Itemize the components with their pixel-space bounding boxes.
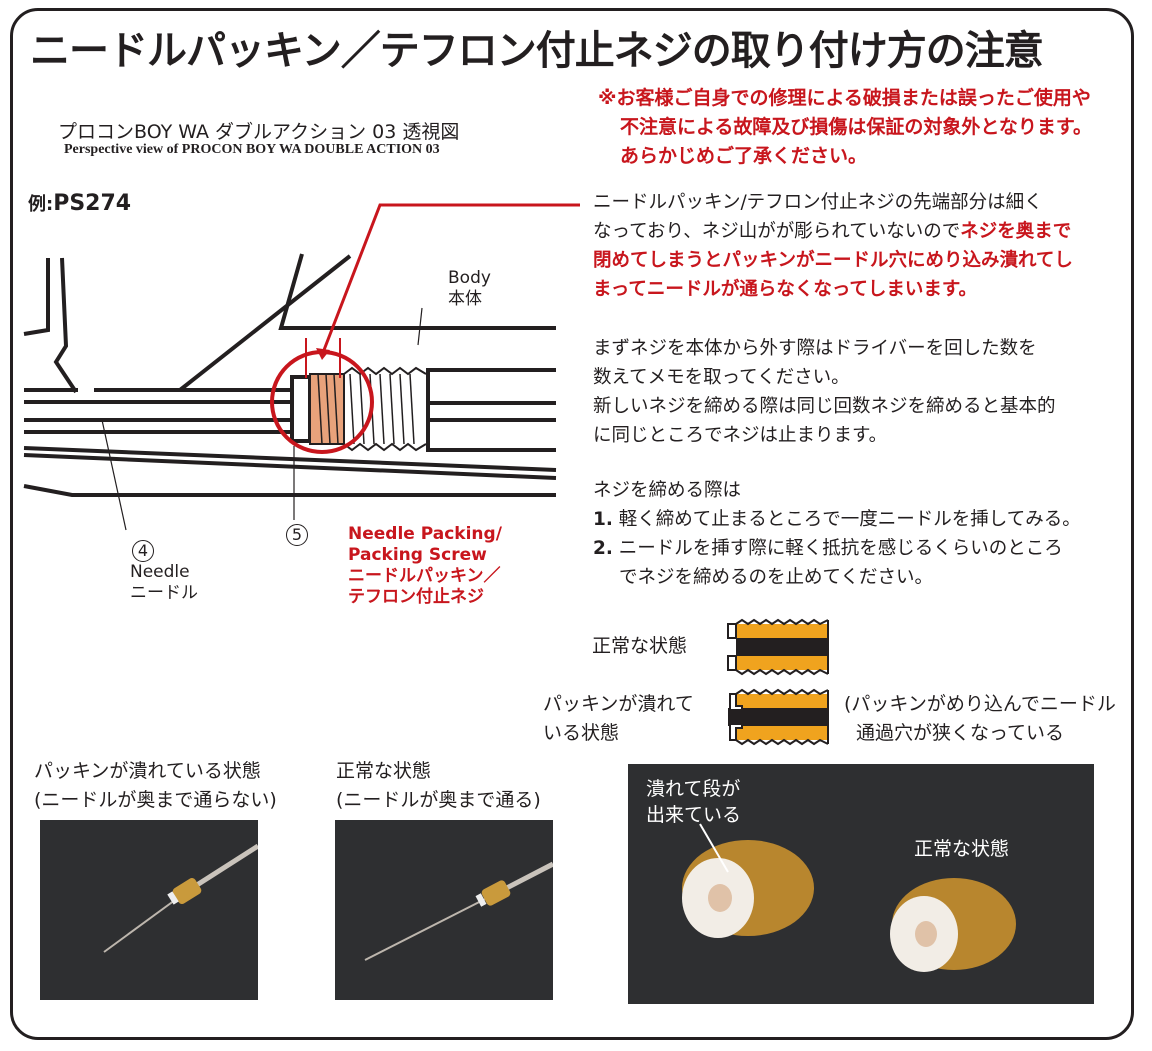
needle-label: 4 Needle ニードル bbox=[130, 540, 198, 603]
example-prefix: 例: bbox=[28, 194, 54, 215]
warning-line-3: あらかじめご了承ください。 bbox=[620, 145, 868, 167]
body-label: Body 本体 bbox=[448, 268, 491, 309]
explanation-line-2: なっており、ネジ山がが彫られていないのでネジを奥まで bbox=[593, 221, 1072, 242]
tightening-steps: ネジを締める際は 1. 軽く締めて止まるところで一度ニードルを挿してみる。 2.… bbox=[593, 476, 1081, 592]
explanation-text: ニードルパッキン/テフロン付止ネジの先端部分は細く なっており、ネジ山がが彫られ… bbox=[593, 188, 1073, 304]
diagram-subtitle-jp: プロコンBOY WA ダブルアクション 03 透視図 bbox=[58, 121, 460, 143]
warning-line-1: ※お客様ご自身での修理による破損または誤ったご使用や bbox=[598, 87, 1091, 109]
explanation-line-3: 閉めてしまうとパッキンがニードル穴にめり込み潰れてし bbox=[593, 250, 1073, 271]
example-label: 例:PS274 bbox=[28, 190, 131, 216]
instructions-text: まずネジを本体から外す際はドライバーを回した数を 数えてメモを取ってください。 … bbox=[593, 334, 1056, 450]
normal-state-label: 正常な状態 bbox=[592, 635, 688, 657]
crushed-state-label: パッキンが潰れて いる状態 bbox=[543, 693, 694, 744]
packing-number: 5 bbox=[286, 524, 308, 546]
explanation-line-4: まってニードルが通らなくなってしまいます。 bbox=[593, 279, 978, 300]
normal-photo-label: 正常な状態 bbox=[914, 838, 1010, 860]
needle-with-packing-image bbox=[103, 843, 260, 953]
needle-with-packing-image bbox=[364, 861, 555, 961]
diagram-subtitle-en: Perspective view of PROCON BOY WA DOUBLE… bbox=[64, 142, 440, 157]
step-2: 2. ニードルを挿す際に軽く抵抗を感じるくらいのところ bbox=[593, 538, 1063, 559]
crushed-needle-photo bbox=[40, 820, 260, 1000]
step-2-continued: でネジを締めるのを止めてください。 bbox=[619, 567, 933, 588]
normal-needle-photo bbox=[335, 820, 555, 1000]
instruction-line-3: 新しいネジを締める際は同じ回数ネジを締めると基本的 bbox=[593, 396, 1056, 417]
explanation-line-1: ニードルパッキン/テフロン付止ネジの先端部分は細く bbox=[593, 192, 1043, 213]
normal-screw-diagram bbox=[727, 618, 829, 676]
packing-screws-image bbox=[682, 823, 1016, 972]
crushed-state-note: (パッキンがめり込んでニードル 通過穴が狭くなっている bbox=[844, 693, 1116, 744]
step-formed-label: 潰れて段が 出来ている bbox=[646, 778, 742, 826]
crushed-photo-caption: パッキンが潰れている状態 (ニードルが奥まで通らない) bbox=[34, 760, 277, 811]
airbrush-cross-section-diagram bbox=[23, 203, 580, 531]
warning-notice: ※お客様ご自身での修理による破損または誤ったご使用や 不注意による故障及び損傷は… bbox=[598, 84, 1092, 171]
instruction-line-4: に同じところでネジは止まります。 bbox=[593, 425, 888, 446]
step-1: 1. 軽く締めて止まるところで一度ニードルを挿してみる。 bbox=[593, 509, 1081, 530]
example-code: PS274 bbox=[53, 191, 132, 216]
packing-label: Needle Packing/ Packing Screw ニードルパッキン／ … bbox=[348, 524, 502, 607]
packing-screws-photo bbox=[628, 764, 1094, 1004]
normal-photo-caption: 正常な状態 (ニードルが奥まで通る) bbox=[336, 760, 541, 811]
crushed-screw-diagram bbox=[728, 688, 829, 746]
instruction-line-1: まずネジを本体から外す際はドライバーを回した数を bbox=[593, 338, 1037, 359]
page-frame bbox=[10, 8, 1134, 1040]
tightening-heading: ネジを締める際は bbox=[593, 480, 742, 501]
warning-line-2: 不注意による故障及び損傷は保証の対象外となります。 bbox=[620, 116, 1092, 138]
instruction-line-2: 数えてメモを取ってください。 bbox=[593, 367, 850, 388]
page-title: ニードルパッキン／テフロン付止ネジの取り付け方の注意 bbox=[30, 28, 1044, 74]
